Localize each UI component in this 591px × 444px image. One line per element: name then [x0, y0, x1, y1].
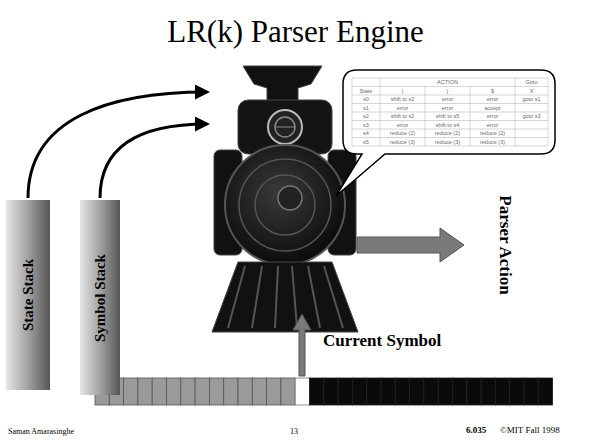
tape-cell — [167, 378, 181, 405]
table-cell: reduce (2) — [470, 129, 515, 138]
tape-cell — [395, 378, 409, 405]
table-cell: ) — [425, 87, 470, 96]
table-cell: reduce (3) — [425, 138, 470, 147]
locomotive — [212, 66, 358, 332]
cowcatcher-bars — [228, 266, 343, 328]
slide-title: LR(k) Parser Engine — [0, 14, 591, 50]
table-cell: error — [380, 121, 425, 130]
table-grid — [352, 78, 548, 146]
tape-cell — [381, 378, 395, 405]
tape-cell — [524, 378, 538, 405]
tape-cell — [438, 378, 452, 405]
smokestack — [243, 66, 322, 102]
boiler-face — [225, 145, 345, 265]
tape-cell — [338, 378, 352, 405]
tape-cell — [538, 378, 552, 405]
table-cell: error — [425, 95, 470, 104]
table-cell: reduce (3) — [470, 138, 515, 147]
table-cell: shift to s2 — [380, 95, 425, 104]
headlight-ring — [275, 117, 295, 137]
table-cell: error — [470, 121, 515, 130]
tape-cell — [295, 378, 309, 405]
tape-cell — [152, 378, 166, 405]
tape-cell — [324, 378, 338, 405]
boiler-badge — [278, 186, 302, 210]
table-cell: Goto — [515, 78, 548, 87]
table-cell: reduce (3) — [380, 138, 425, 147]
boiler-ring — [239, 159, 331, 251]
action-label: Parser Action — [495, 195, 515, 294]
table-cell: ACTION — [380, 78, 515, 87]
table-cell: $ — [470, 87, 515, 96]
tape-cell — [481, 378, 495, 405]
tape-cell — [281, 378, 295, 405]
tape-cell — [267, 378, 281, 405]
tape-cell — [195, 378, 209, 405]
table-cell: s2 — [352, 112, 380, 121]
tape-cell — [252, 378, 266, 405]
table-cell: s0 — [352, 95, 380, 104]
tape-cell — [352, 378, 366, 405]
footer-copyright: ©MIT Fall 1998 — [500, 425, 560, 435]
footer-author: Saman Amarasinghe — [8, 427, 74, 436]
input-tape — [95, 378, 553, 405]
tape-cell — [238, 378, 252, 405]
symbol-label: Current Symbol — [323, 331, 441, 351]
stack-bar: Symbol Stack — [80, 200, 120, 395]
table-cell: accept — [470, 104, 515, 113]
table-cell: error — [425, 104, 470, 113]
table-cell: error — [470, 95, 515, 104]
stack-label: State Stack — [20, 259, 37, 331]
table-cell: s3 — [352, 121, 380, 130]
tape-cell — [310, 378, 324, 405]
table-cell: goto s1 — [515, 95, 548, 104]
tape-cell — [424, 378, 438, 405]
table-cell: shift to s2 — [380, 112, 425, 121]
tape-cell — [224, 378, 238, 405]
feed-arrow — [100, 124, 207, 198]
tape-cell — [510, 378, 524, 405]
stack-label: Symbol Stack — [92, 254, 109, 342]
table-cell: s5 — [352, 138, 380, 147]
table-cell: s1 — [352, 104, 380, 113]
headlight — [268, 110, 302, 144]
tape-cell — [467, 378, 481, 405]
tape-cell — [495, 378, 509, 405]
table-cell: X — [515, 87, 548, 96]
page-number: 13 — [290, 427, 298, 436]
tape-cell — [453, 378, 467, 405]
table-cell: error — [470, 112, 515, 121]
boiler-ring — [255, 175, 315, 235]
table-cell: goto s3 — [515, 112, 548, 121]
course-number: 6.035 — [466, 425, 486, 435]
table-cell: shift to s4 — [425, 121, 470, 130]
cowcatcher — [212, 262, 358, 332]
tape-cell — [138, 378, 152, 405]
stack-bar: State Stack — [6, 200, 50, 390]
tape-cell — [124, 378, 138, 405]
table-cell: State — [352, 87, 380, 96]
tape-cell — [209, 378, 223, 405]
table-cell: reduce (2) — [380, 129, 425, 138]
tape-cell — [181, 378, 195, 405]
table-cell: reduce (2) — [425, 129, 470, 138]
table-cell: error — [380, 104, 425, 113]
symbol-arrow — [293, 314, 311, 376]
tape-cell — [410, 378, 424, 405]
action-arrow — [357, 228, 464, 262]
headlight-line — [275, 127, 295, 128]
feed-arrow — [28, 92, 207, 198]
table-cell: shift to s5 — [425, 112, 470, 121]
tape-cell — [367, 378, 381, 405]
speech-bubble — [336, 70, 555, 196]
table-cell: ( — [380, 87, 425, 96]
table-cell: s4 — [352, 129, 380, 138]
